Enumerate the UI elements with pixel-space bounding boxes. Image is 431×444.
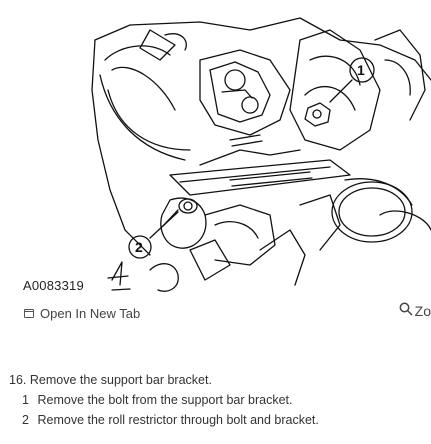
zoom-label: Zo <box>414 302 431 319</box>
technical-illustration: 1 2 A0083319 <box>23 17 431 293</box>
substep: 1 Remove the bolt from the support bar b… <box>22 390 319 410</box>
substep: 2 Remove the roll restrictor through bol… <box>22 410 319 430</box>
substeps-list: 1 Remove the bolt from the support bar b… <box>9 390 319 430</box>
figure-code: A0083319 <box>23 278 84 293</box>
external-tab-icon <box>24 309 34 318</box>
magnifier-icon <box>399 302 413 319</box>
substep-number: 2 <box>22 413 29 427</box>
procedure-steps: 16. Remove the support bar bracket. 1 Re… <box>9 370 319 430</box>
open-in-new-tab-label: Open In New Tab <box>40 306 141 321</box>
substep-text: Remove the roll restrictor through bolt … <box>37 413 319 427</box>
step-text: Remove the support bar bracket. <box>29 373 212 387</box>
engine-line-drawing <box>91 17 431 292</box>
zoom-button[interactable]: Zo <box>399 302 431 319</box>
substep-number: 1 <box>22 393 29 407</box>
callout-2-label: 2 <box>135 239 143 255</box>
step-number: 16. <box>9 373 27 387</box>
step-16: 16. Remove the support bar bracket. <box>9 370 319 390</box>
open-in-new-tab-link[interactable]: Open In New Tab <box>24 306 140 321</box>
callout-1-label: 1 <box>357 62 365 78</box>
substep-text: Remove the bolt from the support bar bra… <box>37 393 293 407</box>
